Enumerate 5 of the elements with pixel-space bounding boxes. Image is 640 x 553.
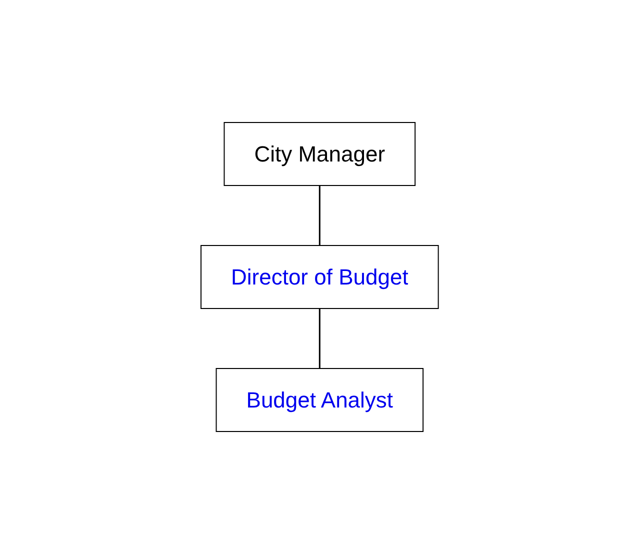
node-box: Budget Analyst [216,368,424,432]
connector [319,185,321,245]
connector [319,308,321,368]
node-box: Director of Budget [200,244,440,308]
node-box: City Manager [224,122,416,186]
